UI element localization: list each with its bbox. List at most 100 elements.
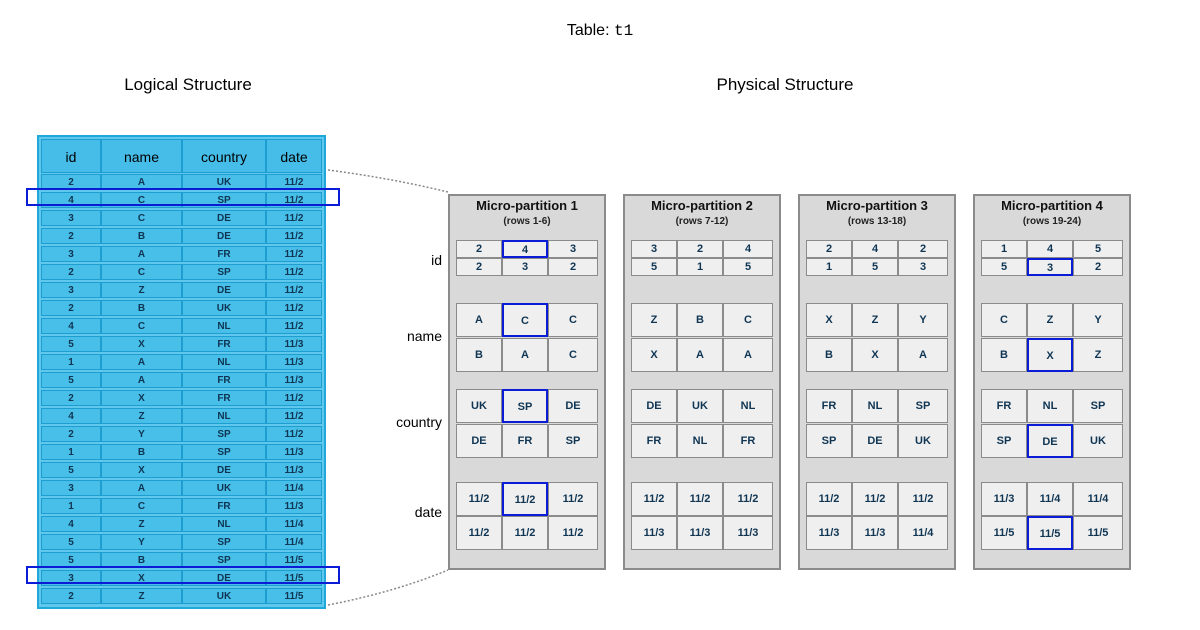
partition-cell-name: X (1027, 338, 1073, 372)
partition-cell-country: NL (852, 389, 898, 423)
table-cell-date: 11/2 (266, 300, 322, 316)
partition-cell-date: 11/3 (806, 516, 852, 550)
column-header: country (182, 139, 266, 173)
partition-cell-date: 11/3 (852, 516, 898, 550)
partition-cell-date: 11/2 (548, 482, 598, 516)
table-cell-name: B (101, 228, 182, 244)
partition-cell-name: A (677, 338, 723, 372)
partition-cell-country: SP (898, 389, 948, 423)
partition-cell-date: 11/2 (723, 482, 773, 516)
connector-bottom (327, 569, 449, 606)
partition-cell-id: 1 (806, 258, 852, 276)
table-cell-id: 5 (41, 336, 101, 352)
partition-title: Micro-partition 4 (1001, 198, 1103, 213)
table-cell-country: NL (182, 318, 266, 334)
partition-cell-name: Z (1073, 338, 1123, 372)
table-title: Table: t1 (0, 22, 1200, 40)
partition-cell-date: 11/4 (898, 516, 948, 550)
partition-cell-date: 11/3 (723, 516, 773, 550)
partition-cell-date: 11/5 (1027, 516, 1073, 550)
partition-cell-id: 2 (898, 240, 948, 258)
table-cell-country: FR (182, 498, 266, 514)
table-cell-id: 4 (41, 408, 101, 424)
table-cell-id: 2 (41, 264, 101, 280)
table-cell-date: 11/3 (266, 354, 322, 370)
table-cell-date: 11/2 (266, 264, 322, 280)
partition-cell-name: C (548, 303, 598, 337)
partition-cell-date: 11/4 (1073, 482, 1123, 516)
partition-cell-date: 11/2 (548, 516, 598, 550)
table-cell-date: 11/3 (266, 372, 322, 388)
table-cell-country: SP (182, 534, 266, 550)
table-cell-country: DE (182, 282, 266, 298)
partition-cell-name: X (852, 338, 898, 372)
table-cell-country: FR (182, 336, 266, 352)
partition-cell-date: 11/2 (677, 482, 723, 516)
table-cell-id: 3 (41, 480, 101, 496)
partition-cell-id: 2 (677, 240, 723, 258)
table-cell-country: NL (182, 516, 266, 532)
partition-title: Micro-partition 2 (651, 198, 753, 213)
table-cell-id: 1 (41, 354, 101, 370)
column-header: name (101, 139, 182, 173)
partition-cell-id: 3 (502, 258, 548, 276)
partition-cell-country: UK (898, 424, 948, 458)
partition-cell-name: Y (1073, 303, 1123, 337)
partition-cell-name: Z (852, 303, 898, 337)
table-cell-id: 5 (41, 462, 101, 478)
partition-cell-date: 11/5 (1073, 516, 1123, 550)
table-cell-id: 4 (41, 516, 101, 532)
partition-cell-id: 5 (1073, 240, 1123, 258)
table-cell-date: 11/2 (266, 426, 322, 442)
table-cell-id: 3 (41, 210, 101, 226)
partition-cell-date: 11/2 (631, 482, 677, 516)
partition-cell-name: A (898, 338, 948, 372)
table-cell-country: DE (182, 228, 266, 244)
partition-title: Micro-partition 3 (826, 198, 928, 213)
partition-cell-name: B (456, 338, 502, 372)
partition-cell-id: 3 (1027, 258, 1073, 276)
physical-structure-heading: Physical Structure (716, 75, 854, 94)
partition-cell-country: FR (723, 424, 773, 458)
table-cell-id: 3 (41, 246, 101, 262)
table-cell-id: 4 (41, 318, 101, 334)
partition-cell-date: 11/2 (456, 482, 502, 516)
column-label-name: name (406, 328, 442, 344)
table-cell-country: SP (182, 264, 266, 280)
table-cell-name: C (101, 318, 182, 334)
column-header: id (41, 139, 101, 173)
table-cell-name: Z (101, 282, 182, 298)
table-cell-date: 11/3 (266, 444, 322, 460)
table-cell-name: X (101, 462, 182, 478)
partition-cell-date: 11/5 (981, 516, 1027, 550)
table-cell-date: 11/2 (266, 408, 322, 424)
table-cell-date: 11/2 (266, 210, 322, 226)
partition-cell-country: UK (456, 389, 502, 423)
highlighted-row-outline (26, 188, 340, 206)
table-cell-name: A (101, 354, 182, 370)
table-cell-country: FR (182, 372, 266, 388)
table-cell-country: UK (182, 480, 266, 496)
partition-cell-country: FR (806, 389, 852, 423)
table-cell-date: 11/3 (266, 498, 322, 514)
highlighted-row-outline (26, 566, 340, 584)
table-cell-id: 2 (41, 390, 101, 406)
connector-top (327, 169, 449, 193)
partition-cell-country: UK (1073, 424, 1123, 458)
table-cell-id: 2 (41, 588, 101, 604)
table-cell-name: X (101, 390, 182, 406)
table-cell-name: C (101, 264, 182, 280)
column-label-id: id (431, 252, 442, 268)
table-cell-name: Y (101, 426, 182, 442)
table-cell-date: 11/2 (266, 228, 322, 244)
